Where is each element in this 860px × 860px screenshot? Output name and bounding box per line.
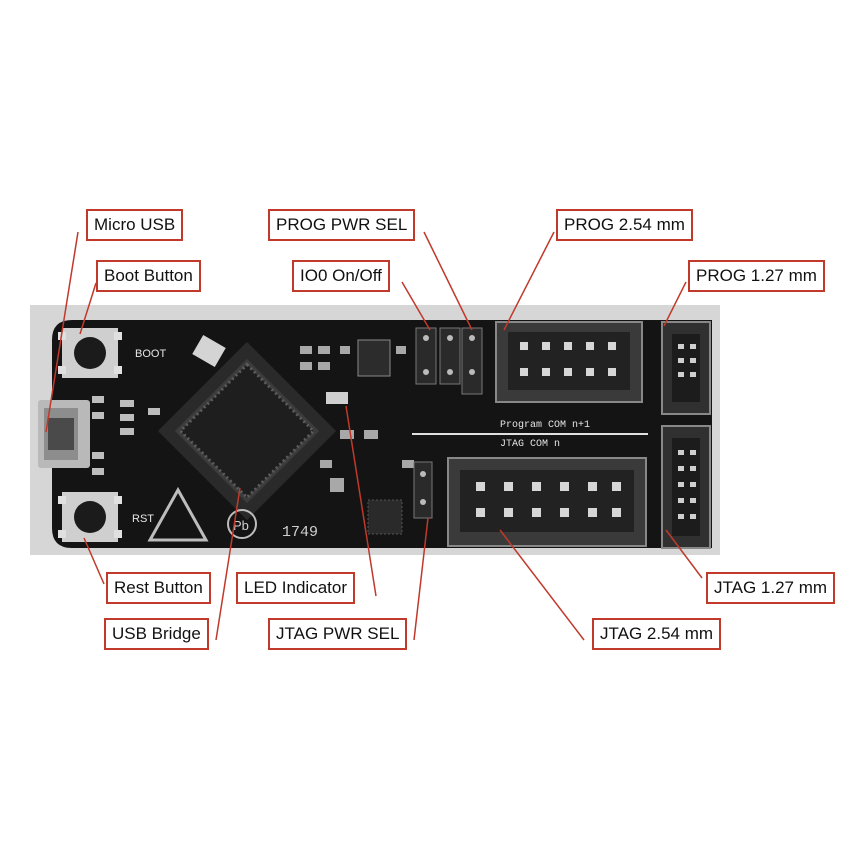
silk-jtag-com: JTAG COM n [500,439,560,450]
callout-jtag-127: JTAG 1.27 mm [706,572,836,604]
callout-boot-button: Boot Button [96,260,201,292]
callout-io0-onoff: IO0 On/Off [292,260,390,292]
callout-micro-usb: Micro USB [86,209,184,241]
prog-254-header [495,321,643,403]
silk-pb: Pb [233,518,249,533]
boot-button-switch [58,328,122,378]
callout-prog-254: PROG 2.54 mm [556,209,693,241]
callout-usb-bridge: USB Bridge [104,618,209,650]
silk-program-com: Program COM n+1 [500,420,590,431]
jtag-254-header [447,457,647,547]
callout-jtag-254: JTAG 2.54 mm [592,618,722,650]
jtag-127-header [661,425,711,549]
callout-prog-127: PROG 1.27 mm [688,260,825,292]
crystal-component [192,334,226,368]
led-component [326,392,348,404]
callout-led-indicator: LED Indicator [236,572,355,604]
callout-rest-button: Rest Button [106,572,211,604]
regulator-chip [357,339,391,377]
micro-usb-connector [38,400,90,468]
silk-boot: BOOT [135,348,166,360]
callout-jtag-pwr-sel: JTAG PWR SEL [268,618,408,650]
silk-rst: RST [132,513,154,525]
prog-127-header [661,321,711,415]
prog-pwr-jumpers [415,327,483,395]
silk-date: 1749 [282,524,318,541]
usb-passives [92,396,160,475]
callout-prog-pwr-sel: PROG PWR SEL [268,209,416,241]
usb-bridge-chip [157,341,337,521]
jtag-pwr-jumper [413,461,433,519]
qfn-chip [367,499,403,535]
esd-symbol [147,486,209,542]
reset-button-switch [58,492,122,542]
